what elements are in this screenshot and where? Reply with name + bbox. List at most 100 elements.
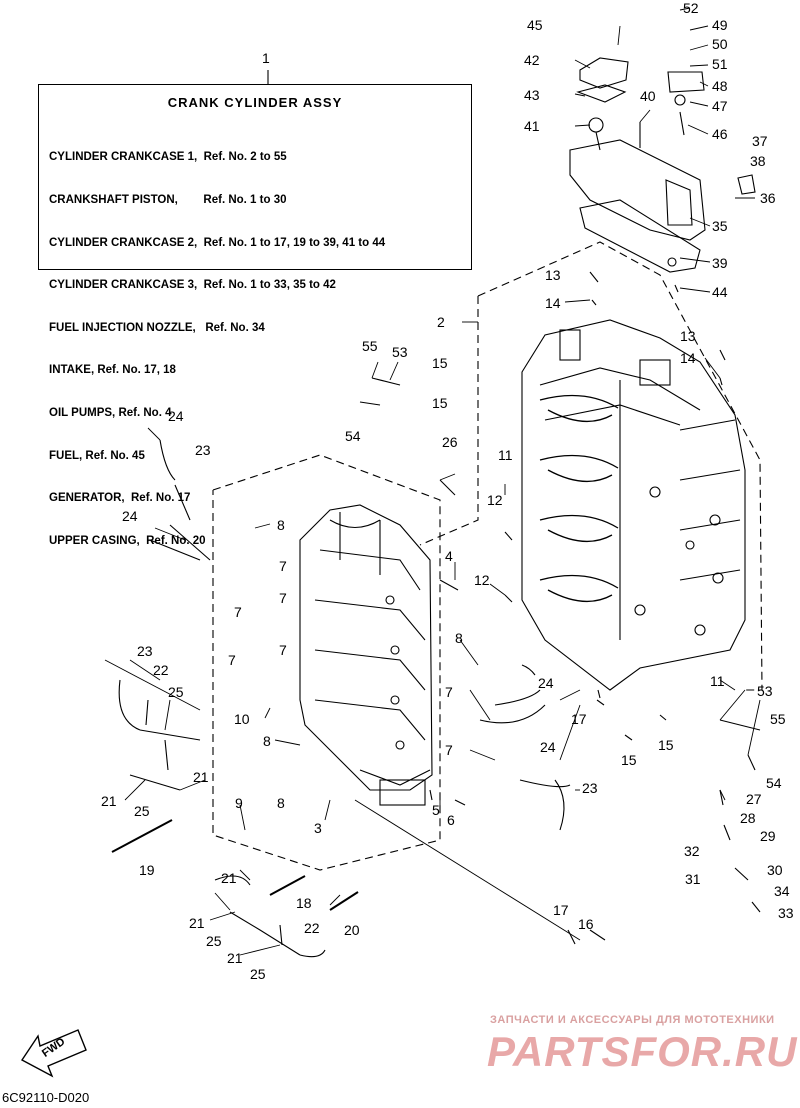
crankcase-block-lower bbox=[299, 504, 433, 806]
part-callout-41: 41 bbox=[524, 118, 540, 134]
part-callout-22: 22 bbox=[304, 920, 320, 936]
part-callout-40: 40 bbox=[640, 88, 656, 104]
part-callout-24: 24 bbox=[540, 739, 556, 755]
fwd-arrow bbox=[20, 1029, 87, 1078]
part-callout-53: 53 bbox=[392, 344, 408, 360]
part-callout-42: 42 bbox=[524, 52, 540, 68]
part-callout-14: 14 bbox=[680, 350, 696, 366]
part-callout-46: 46 bbox=[712, 126, 728, 142]
top-cover-assembly bbox=[569, 57, 756, 273]
part-callout-15: 15 bbox=[432, 395, 448, 411]
part-callout-43: 43 bbox=[524, 87, 540, 103]
part-callout-11: 11 bbox=[710, 673, 725, 689]
part-callout-7: 7 bbox=[279, 590, 287, 606]
part-callout-30: 30 bbox=[767, 862, 783, 878]
part-callout-7: 7 bbox=[279, 558, 287, 574]
part-callout-17: 17 bbox=[553, 902, 569, 918]
hoses-and-fasteners bbox=[111, 271, 761, 958]
part-callout-7: 7 bbox=[445, 684, 453, 700]
part-callout-36: 36 bbox=[760, 190, 776, 206]
part-callout-55: 55 bbox=[770, 711, 786, 727]
legend-line: CYLINDER CRANKCASE 3, Ref. No. 1 to 33, … bbox=[49, 279, 336, 292]
part-callout-32: 32 bbox=[684, 843, 700, 859]
part-callout-52: 52 bbox=[683, 0, 699, 16]
part-callout-7: 7 bbox=[228, 652, 236, 668]
legend-line: FUEL, Ref. No. 45 bbox=[49, 449, 145, 462]
part-callout-47: 47 bbox=[712, 98, 728, 114]
part-callout-14: 14 bbox=[545, 295, 561, 311]
part-callout-29: 29 bbox=[760, 828, 776, 844]
part-callout-21: 21 bbox=[193, 769, 209, 785]
part-callout-8: 8 bbox=[277, 517, 285, 533]
part-callout-25: 25 bbox=[134, 803, 150, 819]
part-callout-25: 25 bbox=[206, 933, 222, 949]
part-callout-23: 23 bbox=[137, 643, 153, 659]
crankcase-1-outline bbox=[477, 241, 763, 691]
part-callout-16: 16 bbox=[578, 916, 594, 932]
part-callout-22: 22 bbox=[153, 662, 169, 678]
part-callout-21: 21 bbox=[101, 793, 117, 809]
part-callout-15: 15 bbox=[658, 737, 674, 753]
part-callout-50: 50 bbox=[712, 36, 728, 52]
part-callout-25: 25 bbox=[250, 966, 266, 982]
part-callout-24: 24 bbox=[538, 675, 554, 691]
legend-line: OIL PUMPS, Ref. No. 4 bbox=[49, 407, 172, 420]
legend-line: FUEL INJECTION NOZZLE, Ref. No. 34 bbox=[49, 321, 265, 334]
part-callout-33: 33 bbox=[778, 905, 794, 921]
part-callout-13: 13 bbox=[545, 267, 561, 283]
part-callout-21: 21 bbox=[227, 950, 243, 966]
part-callout-39: 39 bbox=[712, 255, 728, 271]
legend-line: INTAKE, Ref. No. 17, 18 bbox=[49, 364, 176, 377]
part-callout-8: 8 bbox=[277, 795, 285, 811]
part-callout-38: 38 bbox=[750, 153, 766, 169]
part-callout-54: 54 bbox=[345, 428, 361, 444]
part-callout-7: 7 bbox=[445, 742, 453, 758]
part-callout-21: 21 bbox=[189, 915, 205, 931]
part-callout-26: 26 bbox=[442, 434, 458, 450]
legend-line: CRANKSHAFT PISTON, Ref. No. 1 to 30 bbox=[49, 194, 287, 207]
part-callout-27: 27 bbox=[746, 791, 762, 807]
watermark-caption: ЗАПЧАСТИ И АКСЕССУАРЫ ДЛЯ МОТОТЕХНИКИ bbox=[490, 1014, 775, 1026]
legend-ref-number: 1 bbox=[262, 50, 270, 66]
part-callout-24: 24 bbox=[122, 508, 138, 524]
part-callout-12: 12 bbox=[487, 492, 503, 508]
part-callout-24: 24 bbox=[168, 408, 184, 424]
legend-box: CRANK CYLINDER ASSY CYLINDER CRANKCASE 1… bbox=[38, 84, 472, 547]
part-callout-34: 34 bbox=[774, 883, 790, 899]
watermark-logo: PARTSFOR.RU bbox=[487, 1028, 798, 1075]
part-callout-37: 37 bbox=[752, 133, 768, 149]
part-callout-23: 23 bbox=[195, 442, 211, 458]
part-callout-51: 51 bbox=[712, 56, 728, 72]
legend-line: UPPER CASING, Ref. No. 20 bbox=[49, 534, 206, 547]
part-callout-17: 17 bbox=[571, 711, 587, 727]
part-callout-19: 19 bbox=[139, 862, 155, 878]
part-callout-13: 13 bbox=[680, 328, 696, 344]
part-callout-35: 35 bbox=[712, 218, 728, 234]
part-callout-18: 18 bbox=[296, 895, 312, 911]
part-callout-8: 8 bbox=[455, 630, 463, 646]
crankcase-block-upper bbox=[521, 319, 746, 691]
part-callout-15: 15 bbox=[621, 752, 637, 768]
part-callout-23: 23 bbox=[582, 780, 598, 796]
part-callout-11: 11 bbox=[498, 447, 513, 463]
diagram-code: 6C92110-D020 bbox=[2, 1090, 90, 1105]
part-callout-54: 54 bbox=[766, 775, 782, 791]
legend-line: CYLINDER CRANKCASE 1, Ref. No. 2 to 55 bbox=[49, 151, 287, 164]
part-callout-4: 4 bbox=[445, 548, 453, 564]
part-callout-12: 12 bbox=[474, 572, 490, 588]
part-callout-7: 7 bbox=[279, 642, 287, 658]
part-callout-44: 44 bbox=[712, 284, 728, 300]
part-callout-31: 31 bbox=[685, 871, 701, 887]
part-callout-48: 48 bbox=[712, 78, 728, 94]
part-callout-53: 53 bbox=[757, 683, 773, 699]
part-callout-45: 45 bbox=[527, 17, 543, 33]
part-callout-9: 9 bbox=[235, 795, 243, 811]
part-callout-55: 55 bbox=[362, 338, 378, 354]
part-callout-15: 15 bbox=[432, 355, 448, 371]
legend-line: GENERATOR, Ref. No. 17 bbox=[49, 492, 191, 505]
part-callout-25: 25 bbox=[168, 684, 184, 700]
part-callout-6: 6 bbox=[447, 812, 455, 828]
leader-lines bbox=[104, 7, 761, 956]
part-callout-3: 3 bbox=[314, 820, 322, 836]
